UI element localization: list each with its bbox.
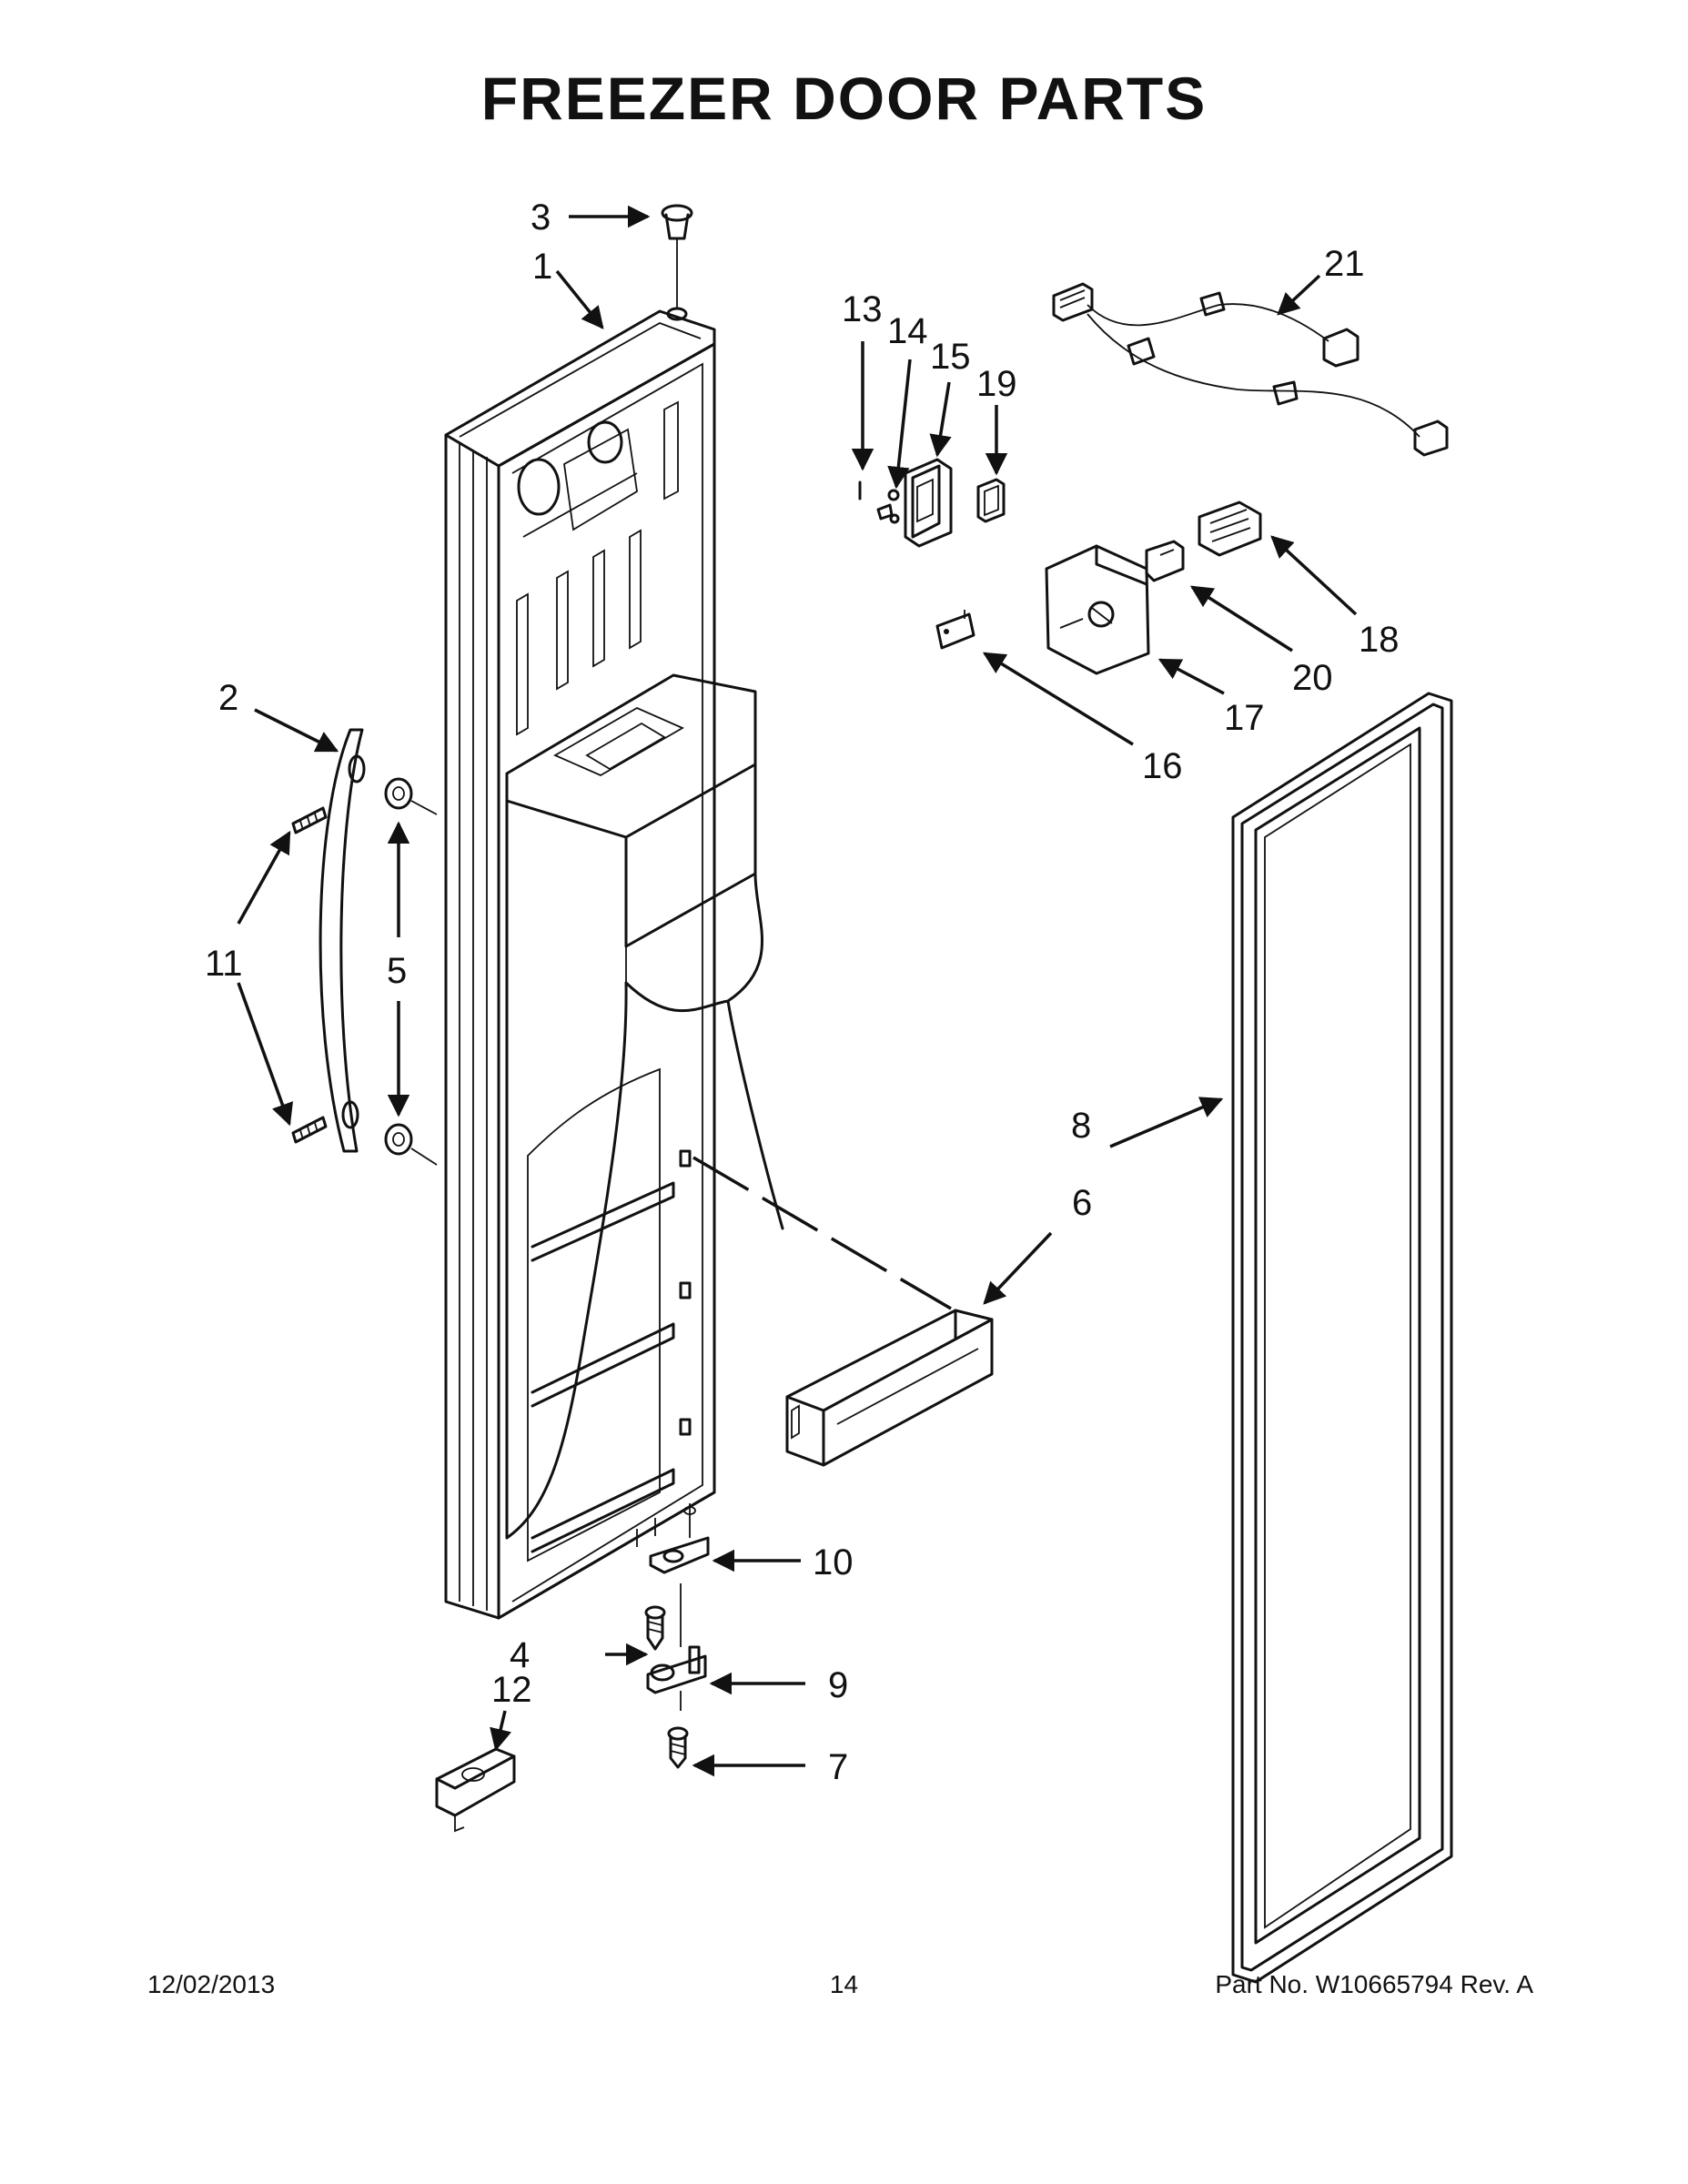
top-plug-part-3	[661, 204, 693, 321]
callout-10: 10	[813, 1542, 854, 1582]
callout-17: 17	[1224, 698, 1265, 738]
callout-18: 18	[1359, 620, 1400, 660]
leader-lines	[237, 205, 1358, 1777]
callout-21: 21	[1324, 244, 1365, 284]
callout-12: 12	[491, 1670, 532, 1710]
callout-19: 19	[976, 364, 1017, 404]
door-bin-part-6	[785, 1309, 994, 1467]
dispenser-control-part-17	[1045, 544, 1150, 675]
handle-screws-part-11	[291, 806, 328, 1144]
hinge-screw-part-7	[667, 1726, 689, 1769]
footer-part-number: Part No. W10665794 Rev. A	[1215, 1970, 1533, 1998]
callout-4: 4	[510, 1635, 530, 1675]
callout-11: 11	[205, 944, 243, 984]
door-handle-part-2	[318, 728, 366, 1153]
handle-bushings-part-5	[384, 777, 438, 1166]
footer-date: 12/02/2013	[147, 1970, 276, 1998]
callout-15: 15	[930, 337, 971, 377]
callout-8: 8	[1071, 1106, 1091, 1146]
callout-13: 13	[842, 289, 883, 329]
callout-5: 5	[387, 951, 407, 991]
callout-6: 6	[1072, 1183, 1092, 1223]
board-part-18	[1198, 500, 1262, 557]
callout-20: 20	[1292, 658, 1333, 698]
board-part-16	[935, 610, 975, 650]
wire-harness-part-21	[1052, 282, 1449, 457]
callout-2: 2	[218, 678, 238, 718]
switch-housing-part-15	[904, 458, 953, 548]
hinge-bushing-part-10	[649, 1503, 710, 1574]
switch-part-19	[976, 478, 1006, 523]
hinge-part-9	[646, 1583, 707, 1711]
door-gasket-part-8	[1231, 692, 1453, 1984]
callout-16: 16	[1142, 746, 1183, 786]
callout-3: 3	[531, 197, 551, 238]
freezer-door-part-1	[444, 309, 784, 1620]
clip-part-14	[876, 489, 900, 524]
callout-14: 14	[887, 311, 928, 351]
footer-page-number: 14	[829, 1970, 859, 1998]
hinge-cover-part-12	[435, 1747, 516, 1833]
page-title: FREEZER DOOR PARTS	[480, 65, 1208, 132]
callout-9: 9	[828, 1665, 848, 1705]
callout-7: 7	[828, 1747, 848, 1787]
callout-1: 1	[532, 247, 552, 287]
callout-labels: 3 1 13 14 15 19 21 18 20 17 16 2 11 5 8 …	[205, 197, 1400, 1787]
hinge-screw-part-4	[644, 1605, 666, 1651]
bracket-part-20	[1145, 540, 1185, 582]
